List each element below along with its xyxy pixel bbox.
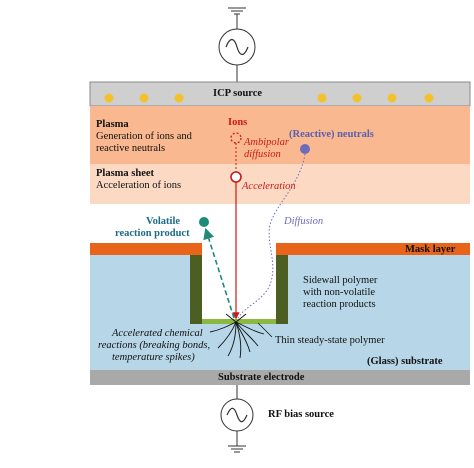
plasma-title: Plasma bbox=[96, 119, 129, 130]
mask-layer-label: Mask layer bbox=[405, 244, 456, 255]
neutral-marker bbox=[300, 144, 310, 154]
ground-top-icon bbox=[228, 7, 246, 29]
ground-bottom-icon bbox=[228, 431, 246, 453]
sidewall-label-2: with non-volatile bbox=[303, 287, 376, 298]
plasma-desc-line-2: reactive neutrals bbox=[96, 143, 166, 154]
accelerated-reactions-label-1: Accelerated chemical bbox=[112, 328, 203, 339]
plasma-sheet-desc: Acceleration of ions bbox=[96, 180, 182, 191]
mask-layer-right bbox=[276, 243, 470, 255]
volatile-product-marker bbox=[199, 217, 209, 227]
ac-source-top-icon bbox=[218, 28, 256, 82]
neutral-diffusion-path bbox=[237, 153, 306, 319]
ambipolar-label-2: diffusion bbox=[244, 149, 281, 160]
reactive-neutrals-label: (Reactive) neutrals bbox=[289, 129, 374, 140]
floor-polymer-leader bbox=[257, 322, 273, 338]
accelerated-reactions-label-2: reactions (breaking bonds, bbox=[98, 340, 211, 351]
mask-layer-left bbox=[90, 243, 202, 255]
sidewall-polymer-right bbox=[276, 255, 288, 324]
plasma-desc-line-1: Generation of ions and bbox=[96, 131, 192, 142]
rf-bias-label: RF bias source bbox=[268, 409, 334, 420]
ions-label: Ions bbox=[228, 117, 248, 128]
icp-coil-dots bbox=[104, 93, 434, 103]
ac-source-bottom-icon bbox=[220, 385, 254, 432]
reaction-burst bbox=[209, 313, 265, 359]
ambipolar-label-1: Ambipolar bbox=[244, 137, 289, 148]
plasma-sheet-title: Plasma sheet bbox=[96, 168, 155, 179]
volatile-label-2: reaction product bbox=[115, 228, 190, 239]
electrode-label: Substrate electrode bbox=[218, 372, 305, 383]
sidewall-polymer-left bbox=[190, 255, 202, 324]
plasma-sheet-region bbox=[90, 164, 470, 204]
sidewall-label-1: Sidewall polymer bbox=[303, 275, 378, 286]
sidewall-label-3: reaction products bbox=[303, 299, 376, 310]
icp-source-bar bbox=[89, 81, 471, 107]
accelerated-reactions-label-3: temperature spikes) bbox=[112, 352, 195, 363]
ion-marker bbox=[230, 171, 242, 183]
diffusion-label: Diffusion bbox=[284, 216, 324, 227]
thin-polymer-label: Thin steady-state polymer bbox=[275, 335, 385, 346]
ion-dashed-marker bbox=[230, 132, 242, 144]
volatile-label-1: Volatile bbox=[146, 216, 181, 227]
volatile-product-arrow bbox=[203, 227, 235, 319]
icp-source-label: ICP source bbox=[213, 88, 263, 99]
plasma-region bbox=[90, 106, 470, 164]
substrate-electrode-bar bbox=[90, 370, 470, 385]
substrate-label: (Glass) substrate bbox=[367, 356, 443, 367]
thin-polymer-floor bbox=[202, 319, 276, 324]
acceleration-label: Acceleration bbox=[242, 181, 296, 192]
